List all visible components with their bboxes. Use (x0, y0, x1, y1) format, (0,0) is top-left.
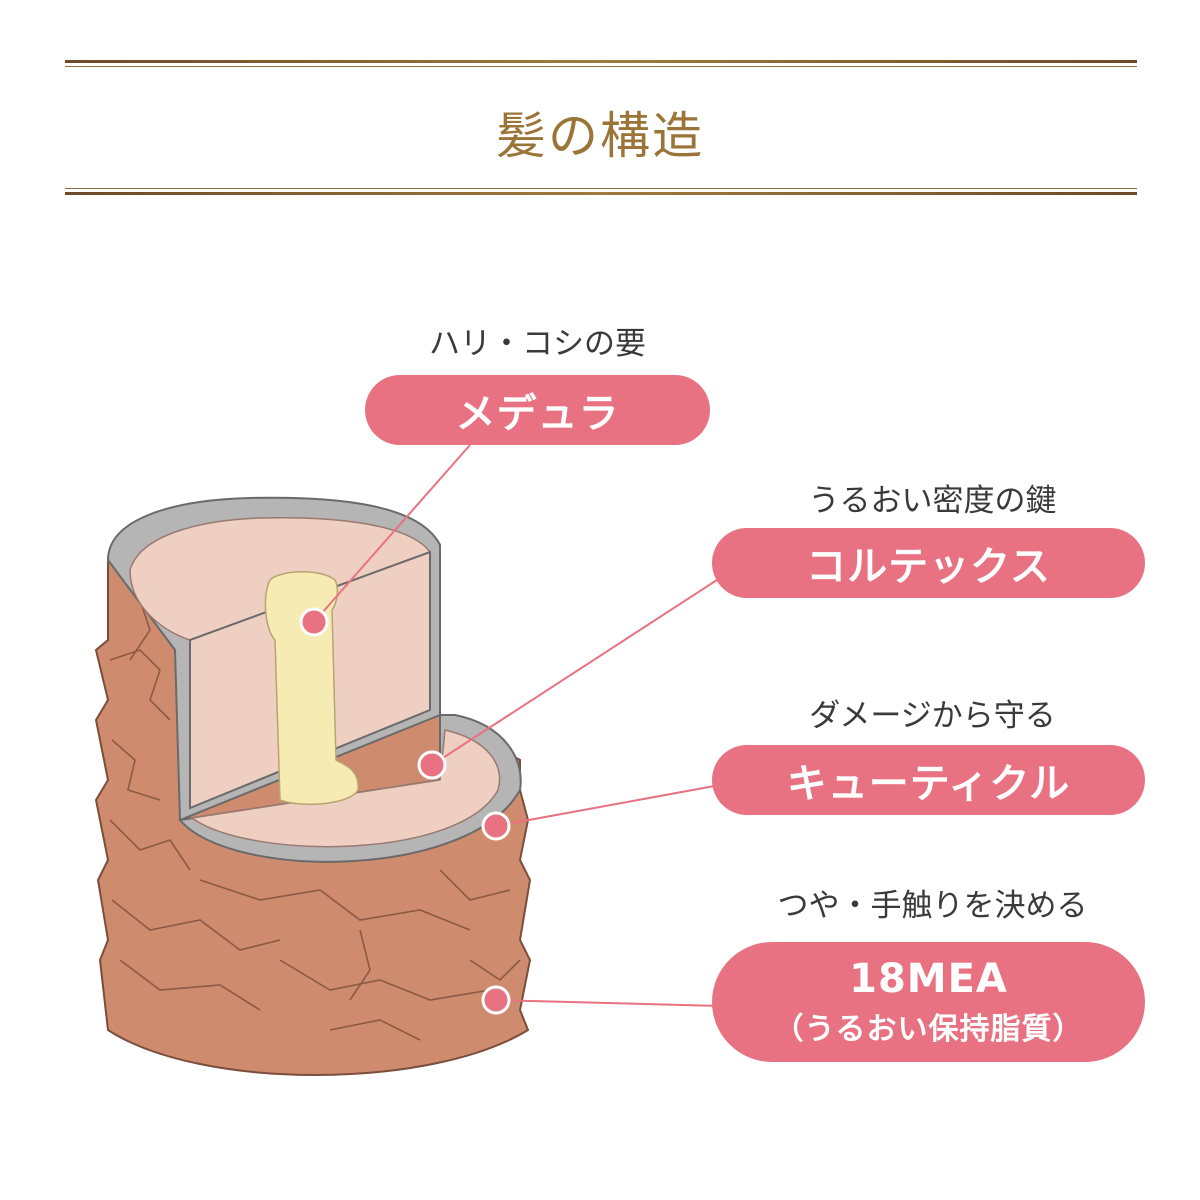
leader-lines (313, 444, 721, 1007)
cortex-lower (190, 729, 501, 848)
pill-cortex-label: コルテックス (806, 544, 1051, 590)
pill-cortex: コルテックス (712, 528, 1145, 598)
caption-cuticle: ダメージから守る (809, 698, 1056, 734)
pill-18mea-label: 18MEA (849, 956, 1008, 1002)
bottom-rule (65, 188, 1137, 195)
pill-medulla-label: メデュラ (455, 391, 620, 437)
pill-cuticle: キューティクル (712, 745, 1145, 815)
pill-18mea: 18MEA （うるおい保持脂質） (712, 942, 1145, 1062)
marker-dots (299, 607, 511, 1015)
pill-medulla: メデュラ (365, 375, 710, 445)
caption-medulla: ハリ・コシの要 (429, 326, 646, 362)
pill-18mea-sub: （うるおい保持脂質） (773, 1012, 1084, 1047)
page-title: 髪の構造 (496, 107, 704, 165)
top-rule (65, 60, 1137, 67)
hair-texture (109, 599, 521, 1041)
pill-cuticle-label: キューティクル (786, 761, 1071, 807)
medulla (264, 571, 359, 806)
caption-cortex: うるおい密度の鍵 (808, 483, 1057, 519)
caption-18mea: つや・手触りを決める (777, 888, 1088, 924)
